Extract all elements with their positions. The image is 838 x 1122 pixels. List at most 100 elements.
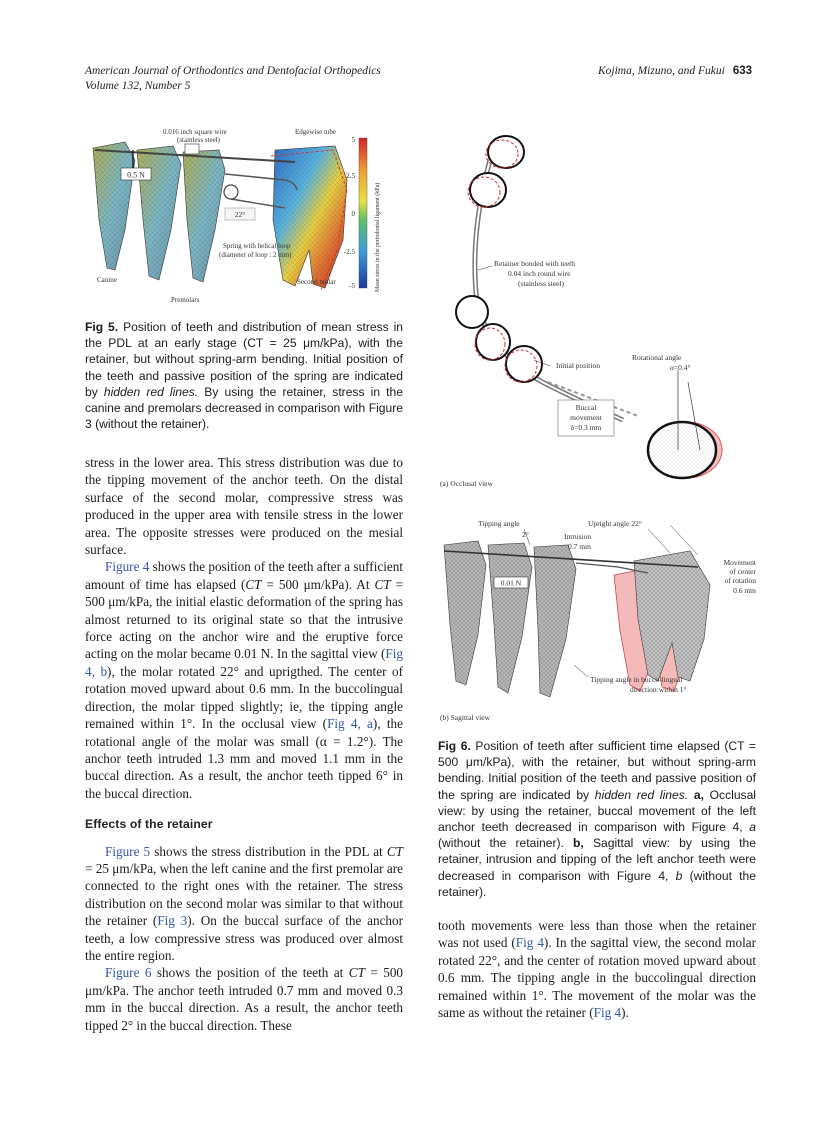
fig5-tube-label: Edgewise tube	[295, 128, 336, 136]
caption-text: Position of teeth after sufficient time …	[438, 739, 756, 802]
fig6a-view-label: (a) Occlusal view	[440, 479, 493, 488]
author-names: Kojima, Mizuno, and Fukui	[597, 65, 725, 77]
fig6b-tipping-value: 2°	[522, 530, 529, 539]
text-run: ). On the buccal surface of the anchor t…	[85, 913, 403, 963]
running-header-authors: Kojima, Mizuno, and Fukui 633	[598, 64, 752, 79]
fig6b-intrusion-label: Intrusion	[564, 532, 591, 541]
fig5-canine-label: Canine	[97, 276, 117, 284]
caption-label: Fig 6.	[438, 739, 471, 753]
caption-label: Fig 5.	[85, 320, 119, 334]
caption-part-label: a,	[693, 787, 704, 802]
caption-text: Occlusal view: by using the retainer, bu…	[438, 787, 756, 835]
paragraph: Figure 6 shows the position of the teeth…	[85, 964, 403, 1034]
scale-tick: 2.5	[346, 172, 355, 180]
figure-link[interactable]: Fig 4, b	[85, 646, 403, 679]
text-run: CT	[374, 576, 391, 592]
stress-color-bar	[358, 137, 368, 289]
text-run: CT	[386, 843, 403, 859]
text-run: ), the molar rotated 22° and uprigthed. …	[85, 663, 403, 732]
paragraph: tooth movements were less than those whe…	[438, 917, 756, 1021]
fig6b-movement-value: 0.6 mm	[733, 586, 756, 595]
figure-link[interactable]: Figure 4	[105, 559, 150, 575]
caption-italic: b	[675, 868, 683, 883]
fig6a-rot-value: α=0.4°	[670, 363, 691, 372]
text-run: ).	[621, 1005, 629, 1021]
fig5-wire-label: 0.016 inch square wire	[163, 128, 227, 136]
scale-tick: -5	[349, 282, 355, 290]
text-run: shows the stress distribution in the PDL…	[150, 843, 387, 859]
fig6a-retainer-label: Retainer bonded with teeth	[494, 259, 575, 268]
tooth-section	[487, 135, 525, 169]
fig6b-movement-label-2: of center	[730, 567, 757, 576]
journal-title: American Journal of Orthodontics and Den…	[85, 65, 381, 77]
paragraph: Figure 5 shows the stress distribution i…	[85, 843, 403, 965]
caption-part-label: b,	[573, 836, 584, 851]
figure-5: 0.5 N 22° 0.016 inch square wire (stainl…	[85, 120, 385, 308]
left-column-text: stress in the lower area. This stress di…	[85, 454, 403, 1034]
caption-italic: hidden red lines.	[103, 384, 199, 399]
fig5-spring-label: Spring with helical loop	[223, 242, 291, 250]
scale-tick: -2.5	[344, 248, 356, 256]
fig6a-retainer-label-2: 0.04 inch round wire	[508, 269, 571, 278]
figure-link[interactable]: Fig 4, a	[327, 716, 373, 732]
fig5-premolars-label: Premolars	[171, 296, 200, 304]
stress-scale-ticks: 5 2.5 0 -2.5 -5	[344, 136, 356, 290]
figure-6-caption: Fig 6. Position of teeth after sufficien…	[438, 738, 756, 900]
fig6a-initial-label: Initial position	[556, 361, 600, 370]
figure-5-illustration: 0.5 N 22° 0.016 inch square wire (stainl…	[92, 128, 381, 304]
running-header-journal: American Journal of Orthodontics and Den…	[85, 64, 381, 94]
paragraph: stress in the lower area. This stress di…	[85, 455, 403, 558]
figure-link[interactable]: Fig 3	[157, 913, 188, 929]
fig6b-tip-bl-label-2: direction:within 1°	[630, 685, 687, 694]
fig6a-buccal-label-2: movement	[570, 413, 603, 422]
text-run: CT	[348, 965, 365, 981]
caption-text: Sagittal view: by using the retainer, in…	[438, 836, 756, 883]
caption-text: Position of teeth and distribution of me…	[85, 320, 403, 399]
figure-6b: 0.01 N Tipping angle 2° Upright angle 22…	[438, 515, 758, 725]
figure-6a-illustration: Retainer bonded with teeth 0.04 inch rou…	[440, 135, 723, 488]
fig6b-tipping-label: Tipping angle	[478, 519, 520, 528]
fig5-angle-label: 22°	[235, 210, 246, 219]
figure-link[interactable]: Fig 4	[593, 1005, 622, 1021]
fig6a-buccal-label: Buccal	[576, 403, 597, 412]
fig6b-view-label: (b) Sagittal view	[440, 713, 491, 722]
paragraph: Figure 4 shows the position of the teeth…	[85, 558, 403, 802]
caption-text-tail: By using the retainer, stress in the can…	[85, 384, 403, 432]
figure-link[interactable]: Fig 4	[515, 935, 544, 951]
figure-link[interactable]: Figure 6	[105, 965, 152, 981]
journal-volume: Volume 132, Number 5	[85, 80, 191, 92]
text-run: shows the position of the teeth after a …	[85, 559, 403, 592]
text-run: ). In the sagittal view, the second mola…	[438, 935, 757, 1021]
fig6b-tip-bl-label: Tipping angle in bucco-lingual	[590, 675, 682, 684]
fig6a-buccal-value: δ=0.3 mm	[571, 423, 602, 432]
text-run: = 25 μm/kPa, when the left canine and th…	[85, 860, 403, 929]
fig5-wire-label-2: (stainless steel)	[177, 136, 221, 144]
fig5-spring-label-2: (diameter of loop : 2 mm)	[219, 251, 292, 259]
caption-text: (without the retainer).	[438, 836, 564, 851]
text-run: ), the rotational angle of the molar was…	[85, 716, 403, 801]
section-heading: Effects of the retainer	[85, 817, 213, 832]
caption-italic: a	[749, 820, 756, 835]
figure-6b-illustration: 0.01 N Tipping angle 2° Upright angle 22…	[440, 519, 758, 722]
text-run: tooth movements were less than those whe…	[438, 918, 756, 951]
fig6b-movement-label: Movement	[724, 558, 757, 567]
text-run: shows the position of the teeth at	[151, 965, 349, 981]
tooth-section	[475, 323, 511, 361]
figure-6a: Retainer bonded with teeth 0.04 inch rou…	[438, 120, 758, 495]
fig6b-movement-label-3: of rotation	[725, 576, 757, 585]
fig5-molar-label: Second molar	[297, 278, 336, 286]
helical-loop	[223, 184, 239, 200]
figure-5-caption: Fig 5. Position of teeth and distributio…	[85, 319, 403, 432]
fig6a-rot-label: Rotational angle	[632, 353, 682, 362]
right-column-text: tooth movements were less than those whe…	[438, 917, 756, 1021]
fig5-force-label: 0.5 N	[127, 171, 145, 180]
text-run: = 500 μm/kPa). At	[261, 576, 375, 592]
caption-text: (without the retainer).	[438, 868, 756, 899]
text-run: = 500 μm/kPa. The anchor teeth intruded …	[85, 965, 404, 1033]
fig6b-intrusion-value: 0.7 mm	[568, 542, 591, 551]
tooth-section	[455, 295, 489, 329]
figure-link[interactable]: Figure 5	[105, 843, 151, 859]
caption-italic: hidden red lines.	[594, 787, 689, 802]
scale-tick: 5	[352, 136, 356, 144]
page-number: 633	[732, 65, 752, 77]
